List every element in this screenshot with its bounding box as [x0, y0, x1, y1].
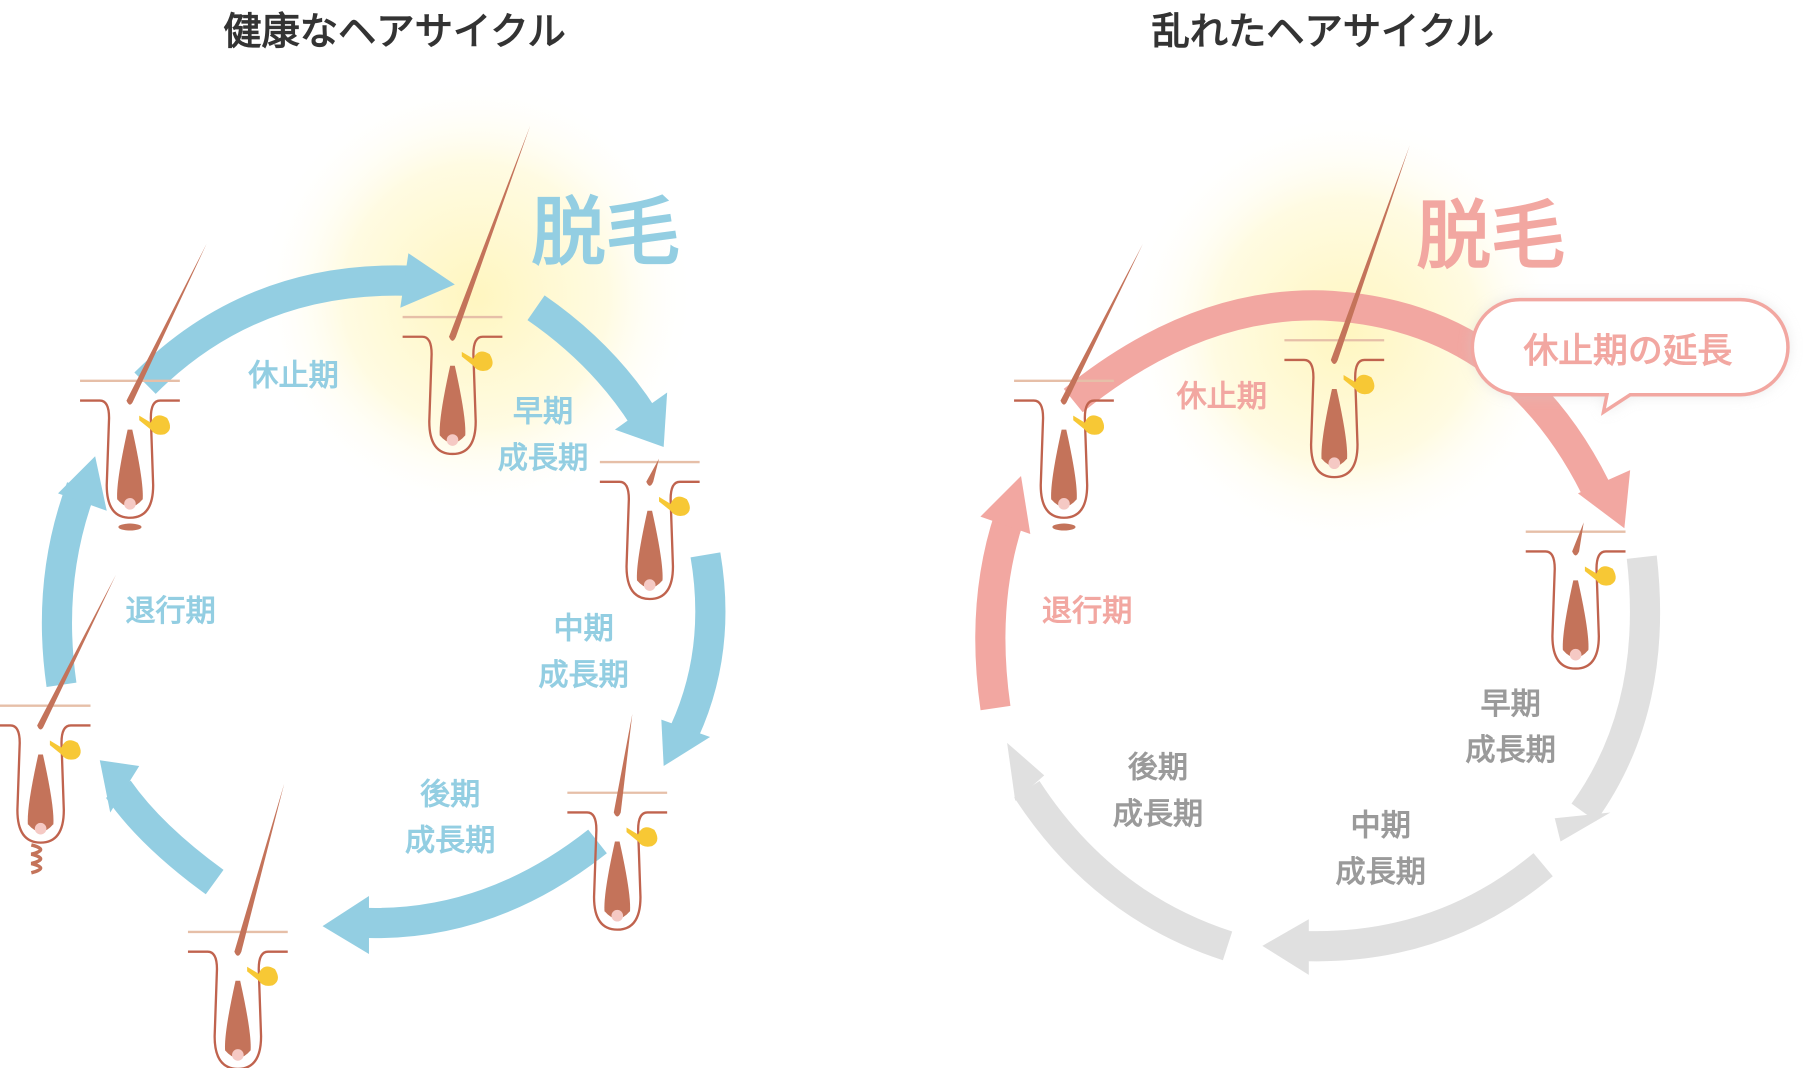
callout-bubble: [1470, 297, 1790, 416]
phase-early-line2: 成長期: [498, 441, 588, 476]
arrow-late-to-catagen: [1014, 781, 1233, 961]
hair-follicle-icon: [567, 713, 668, 931]
phase-telogen: 休止期: [1176, 379, 1267, 414]
callout-text: 休止期の延長: [1522, 331, 1732, 371]
disturbed-follicles: [1014, 145, 1626, 670]
arrow-telogen-to-shedding: [134, 265, 419, 394]
phase-early-line2: 成長期: [1465, 733, 1555, 768]
disturbed-cycle-panel: 乱れたヘアサイクル 脱毛 休止期 退行期 早期 成長期 中期 成長期 後期 成長…: [975, 9, 1790, 975]
phase-early-line1: 早期: [513, 394, 573, 429]
hair-follicle-icon: [1284, 145, 1410, 479]
arrow-shedding-to-early: [527, 295, 657, 427]
shedding-label: 脱毛: [531, 189, 680, 276]
healthy-cycle-panel: 健康なヘアサイクル 脱毛 休止期 早期 成長期 中期 成長期 後期 成長期 退行…: [0, 9, 726, 1068]
disturbed-arrowheads: [980, 470, 1631, 975]
arrow-telogen-extended: [1063, 290, 1609, 495]
phase-catagen: 退行期: [125, 594, 215, 629]
healthy-cycle-title: 健康なヘアサイクル: [223, 9, 565, 54]
arrow-early-to-mid: [670, 552, 726, 738]
hair-follicle-icon: [402, 125, 531, 456]
arrow-mid-to-late: [1298, 853, 1553, 962]
phase-catagen: 退行期: [1042, 594, 1132, 629]
disturbed-cycle-title: 乱れたヘアサイクル: [1151, 9, 1493, 54]
phase-early-line1: 早期: [1480, 687, 1540, 722]
hair-follicle-icon: [1525, 522, 1626, 670]
arrow-mid-to-late: [359, 829, 607, 939]
hair-follicle-icon: [1014, 243, 1143, 531]
phase-mid-line2: 成長期: [538, 658, 628, 693]
telogen-extension-callout: 休止期の延長: [1470, 297, 1790, 416]
hair-follicle-icon: [599, 458, 700, 601]
hair-follicle-icon: [80, 243, 207, 531]
hair-follicle-icon: [0, 574, 117, 875]
phase-late-line2: 成長期: [405, 824, 495, 859]
phase-mid-line2: 成長期: [1335, 855, 1425, 890]
phase-mid-line1: 中期: [1351, 809, 1411, 844]
hair-follicle-icon: [187, 783, 288, 1068]
arrow-early-to-mid: [1571, 555, 1661, 822]
arrow-catagen-to-telogen: [975, 511, 1024, 711]
phase-telogen: 休止期: [247, 358, 338, 393]
phase-late-line2: 成長期: [1113, 797, 1203, 832]
disturbed-arrows: [975, 290, 1661, 962]
shedding-label: 脱毛: [1417, 192, 1566, 279]
arrow-catagen-to-telogen: [41, 482, 96, 687]
shedding-glow: [255, 75, 697, 517]
healthy-arrows: [41, 265, 726, 939]
phase-mid-line1: 中期: [553, 611, 613, 646]
phase-late-line1: 後期: [1128, 751, 1188, 786]
healthy-follicles: [0, 125, 700, 1068]
arrow-late-to-catagen: [105, 780, 224, 895]
healthy-arrowheads: [58, 253, 711, 955]
phase-late-line1: 後期: [420, 777, 480, 812]
